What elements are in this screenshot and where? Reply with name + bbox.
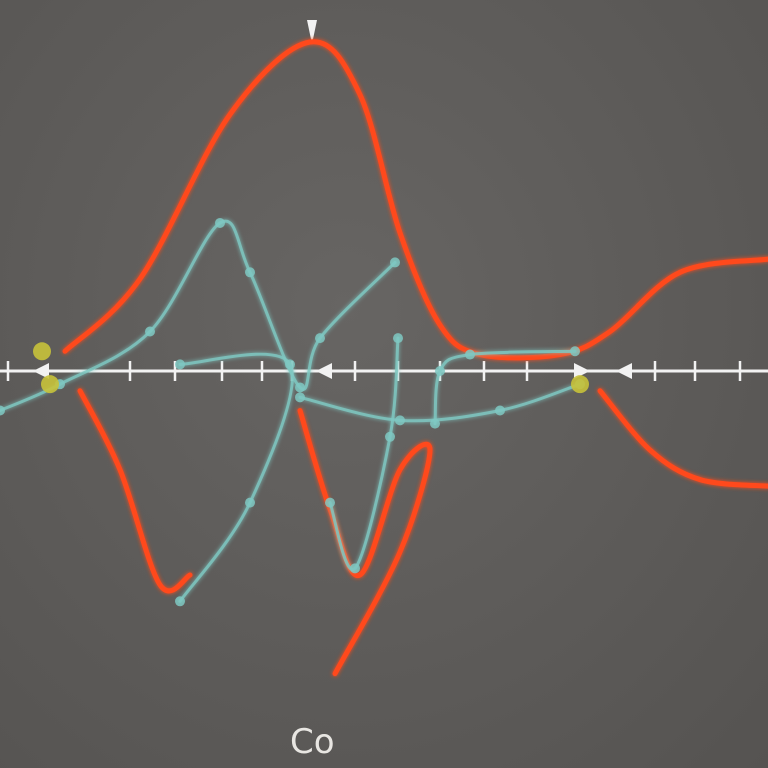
series-line-8 bbox=[433, 349, 577, 426]
series-8-point-3 bbox=[570, 346, 580, 357]
corner-annotation: Co bbox=[290, 722, 335, 762]
series-6-point-2 bbox=[495, 405, 505, 416]
series-4-point-0 bbox=[0, 405, 5, 416]
series-line-2 bbox=[297, 407, 433, 677]
series-8-point-1 bbox=[435, 366, 445, 376]
series-4-point-3 bbox=[215, 217, 225, 228]
series-7-point-0 bbox=[325, 497, 335, 508]
series-5-point-1 bbox=[285, 359, 295, 370]
series-8-point-2 bbox=[465, 349, 475, 360]
series-line-3 bbox=[597, 388, 768, 489]
series-line-1 bbox=[77, 388, 193, 594]
axis-arrow-3 bbox=[616, 363, 632, 379]
series-5-point-3 bbox=[175, 596, 185, 607]
peak-marker bbox=[307, 20, 317, 44]
series-5-point-0 bbox=[175, 359, 185, 370]
axis-arrow-0 bbox=[33, 363, 49, 379]
series-6-point-0 bbox=[295, 392, 305, 403]
node-marker-2 bbox=[571, 375, 589, 394]
series-7-point-1 bbox=[350, 563, 360, 574]
series-4-point-7 bbox=[390, 257, 400, 268]
series-line-7 bbox=[328, 336, 400, 572]
series-line-0 bbox=[62, 39, 768, 361]
axis-arrow-2 bbox=[574, 363, 590, 379]
node-marker-0 bbox=[33, 342, 51, 361]
series-4-point-6 bbox=[315, 333, 325, 344]
series-line-6 bbox=[298, 382, 582, 423]
series-4-point-2 bbox=[145, 326, 155, 337]
series-line-5 bbox=[178, 352, 294, 603]
series-4-point-5 bbox=[295, 382, 305, 393]
series-line-4 bbox=[0, 219, 397, 412]
series-4-point-4 bbox=[245, 267, 255, 278]
series-8-point-0 bbox=[430, 418, 440, 429]
series-7-point-3 bbox=[393, 333, 403, 344]
series-6-point-1 bbox=[395, 415, 405, 426]
series-7-point-2 bbox=[385, 431, 395, 442]
axis-arrow-1 bbox=[316, 363, 332, 379]
series-5-point-2 bbox=[245, 497, 255, 508]
node-marker-1 bbox=[41, 375, 59, 394]
